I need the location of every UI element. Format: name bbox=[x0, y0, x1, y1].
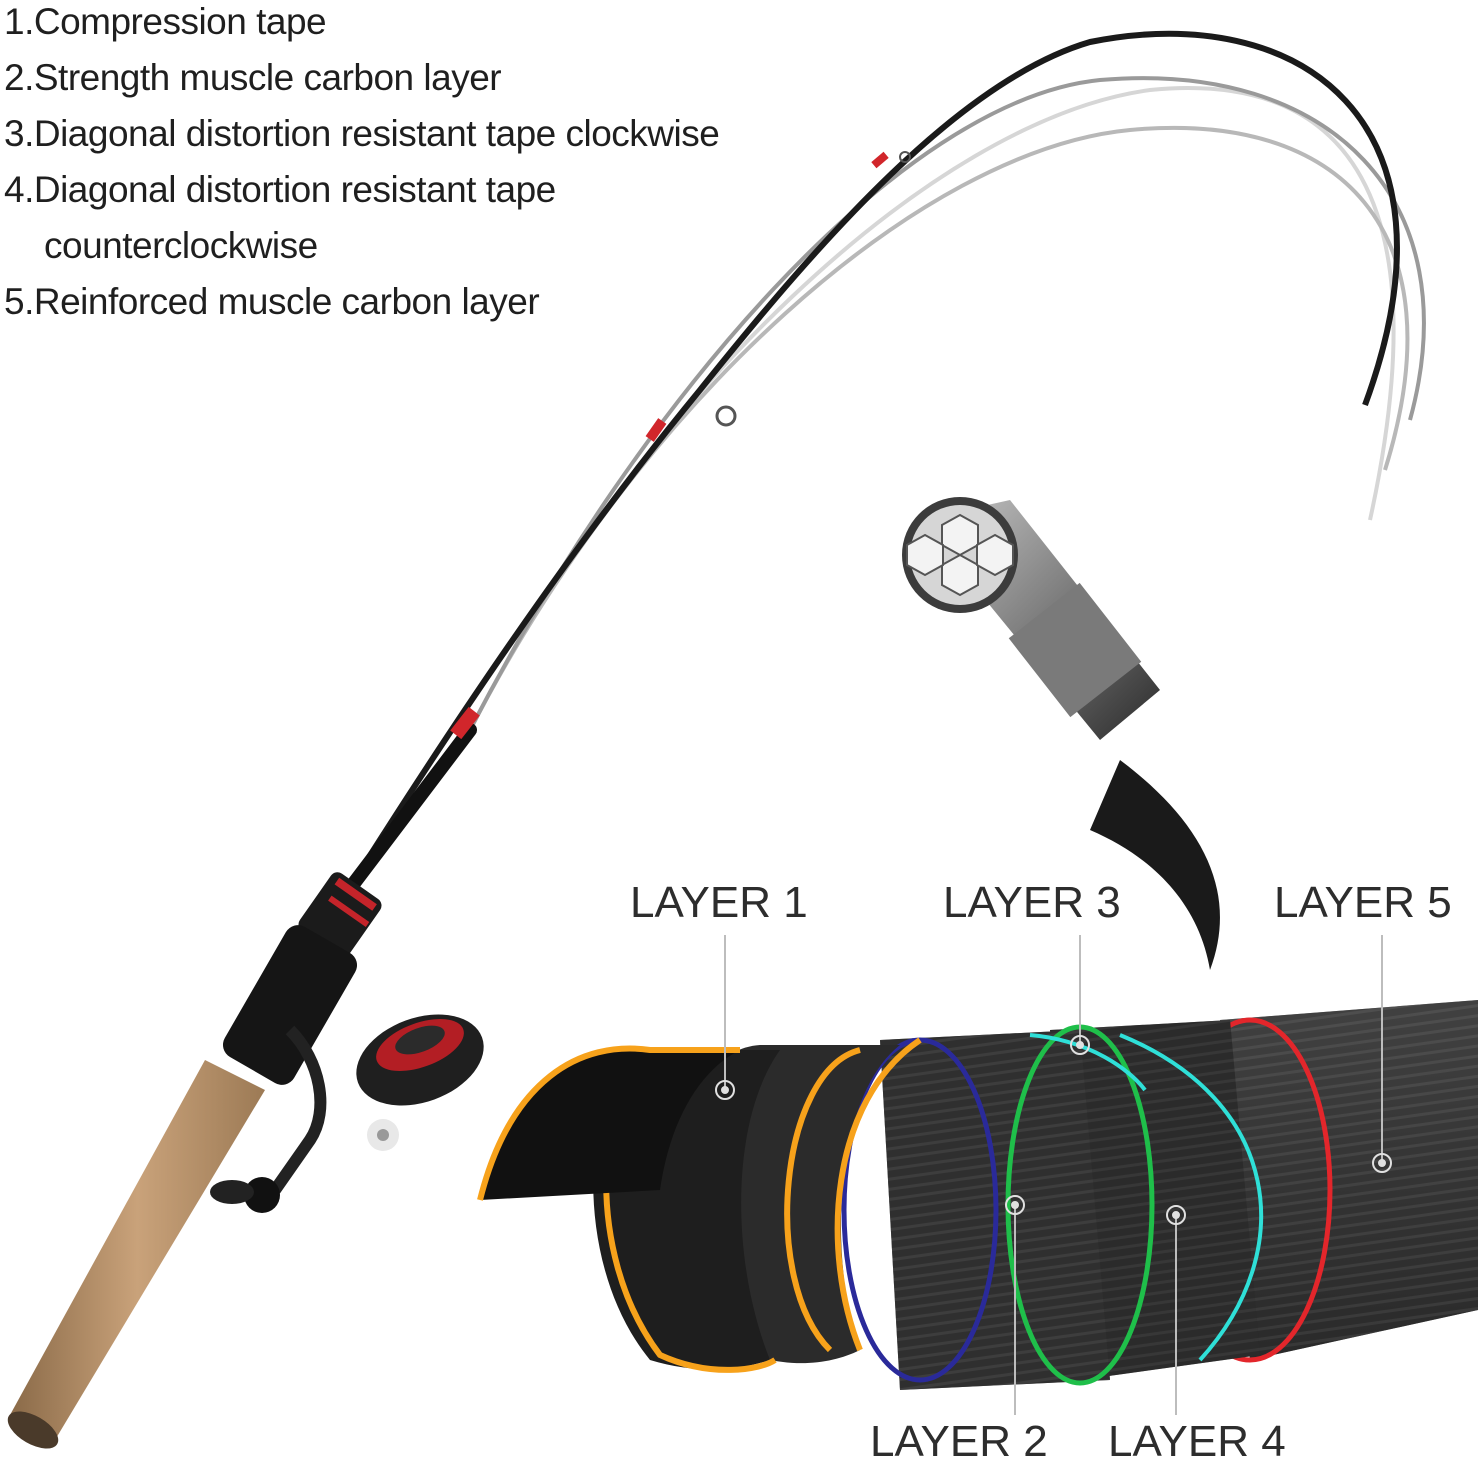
feature-item-5: 5.Reinforced muscle carbon layer bbox=[4, 281, 540, 322]
feature-list: 1.Compression tape 2.Strength muscle car… bbox=[4, 0, 720, 330]
layer-2-label: LAYER 2 bbox=[870, 1417, 1048, 1466]
fishing-rod-image bbox=[7, 31, 1400, 1449]
layer-4-label: LAYER 4 bbox=[1108, 1417, 1286, 1466]
layer-marker-icon bbox=[715, 1035, 1392, 1225]
layer-3-label: LAYER 3 bbox=[943, 878, 1121, 927]
spinning-reel-image bbox=[210, 1014, 484, 1213]
rod-ghost-curves bbox=[468, 76, 1426, 731]
feature-item-4: 4.Diagonal distortion resistant tape bbox=[4, 169, 556, 210]
layer-5-label: LAYER 5 bbox=[1274, 878, 1452, 927]
layer-tube-diagram bbox=[477, 1000, 1478, 1390]
feature-item-3: 3.Diagonal distortion resistant tape clo… bbox=[4, 113, 720, 154]
feature-item-1: 1.Compression tape bbox=[4, 1, 327, 42]
hexagon-core-icon bbox=[902, 497, 1220, 970]
feature-item-2: 2.Strength muscle carbon layer bbox=[4, 57, 502, 98]
layer-1-label: LAYER 1 bbox=[630, 878, 808, 927]
layer-leaders bbox=[724, 935, 1383, 1415]
feature-item-4-continuation: counterclockwise bbox=[44, 225, 318, 266]
